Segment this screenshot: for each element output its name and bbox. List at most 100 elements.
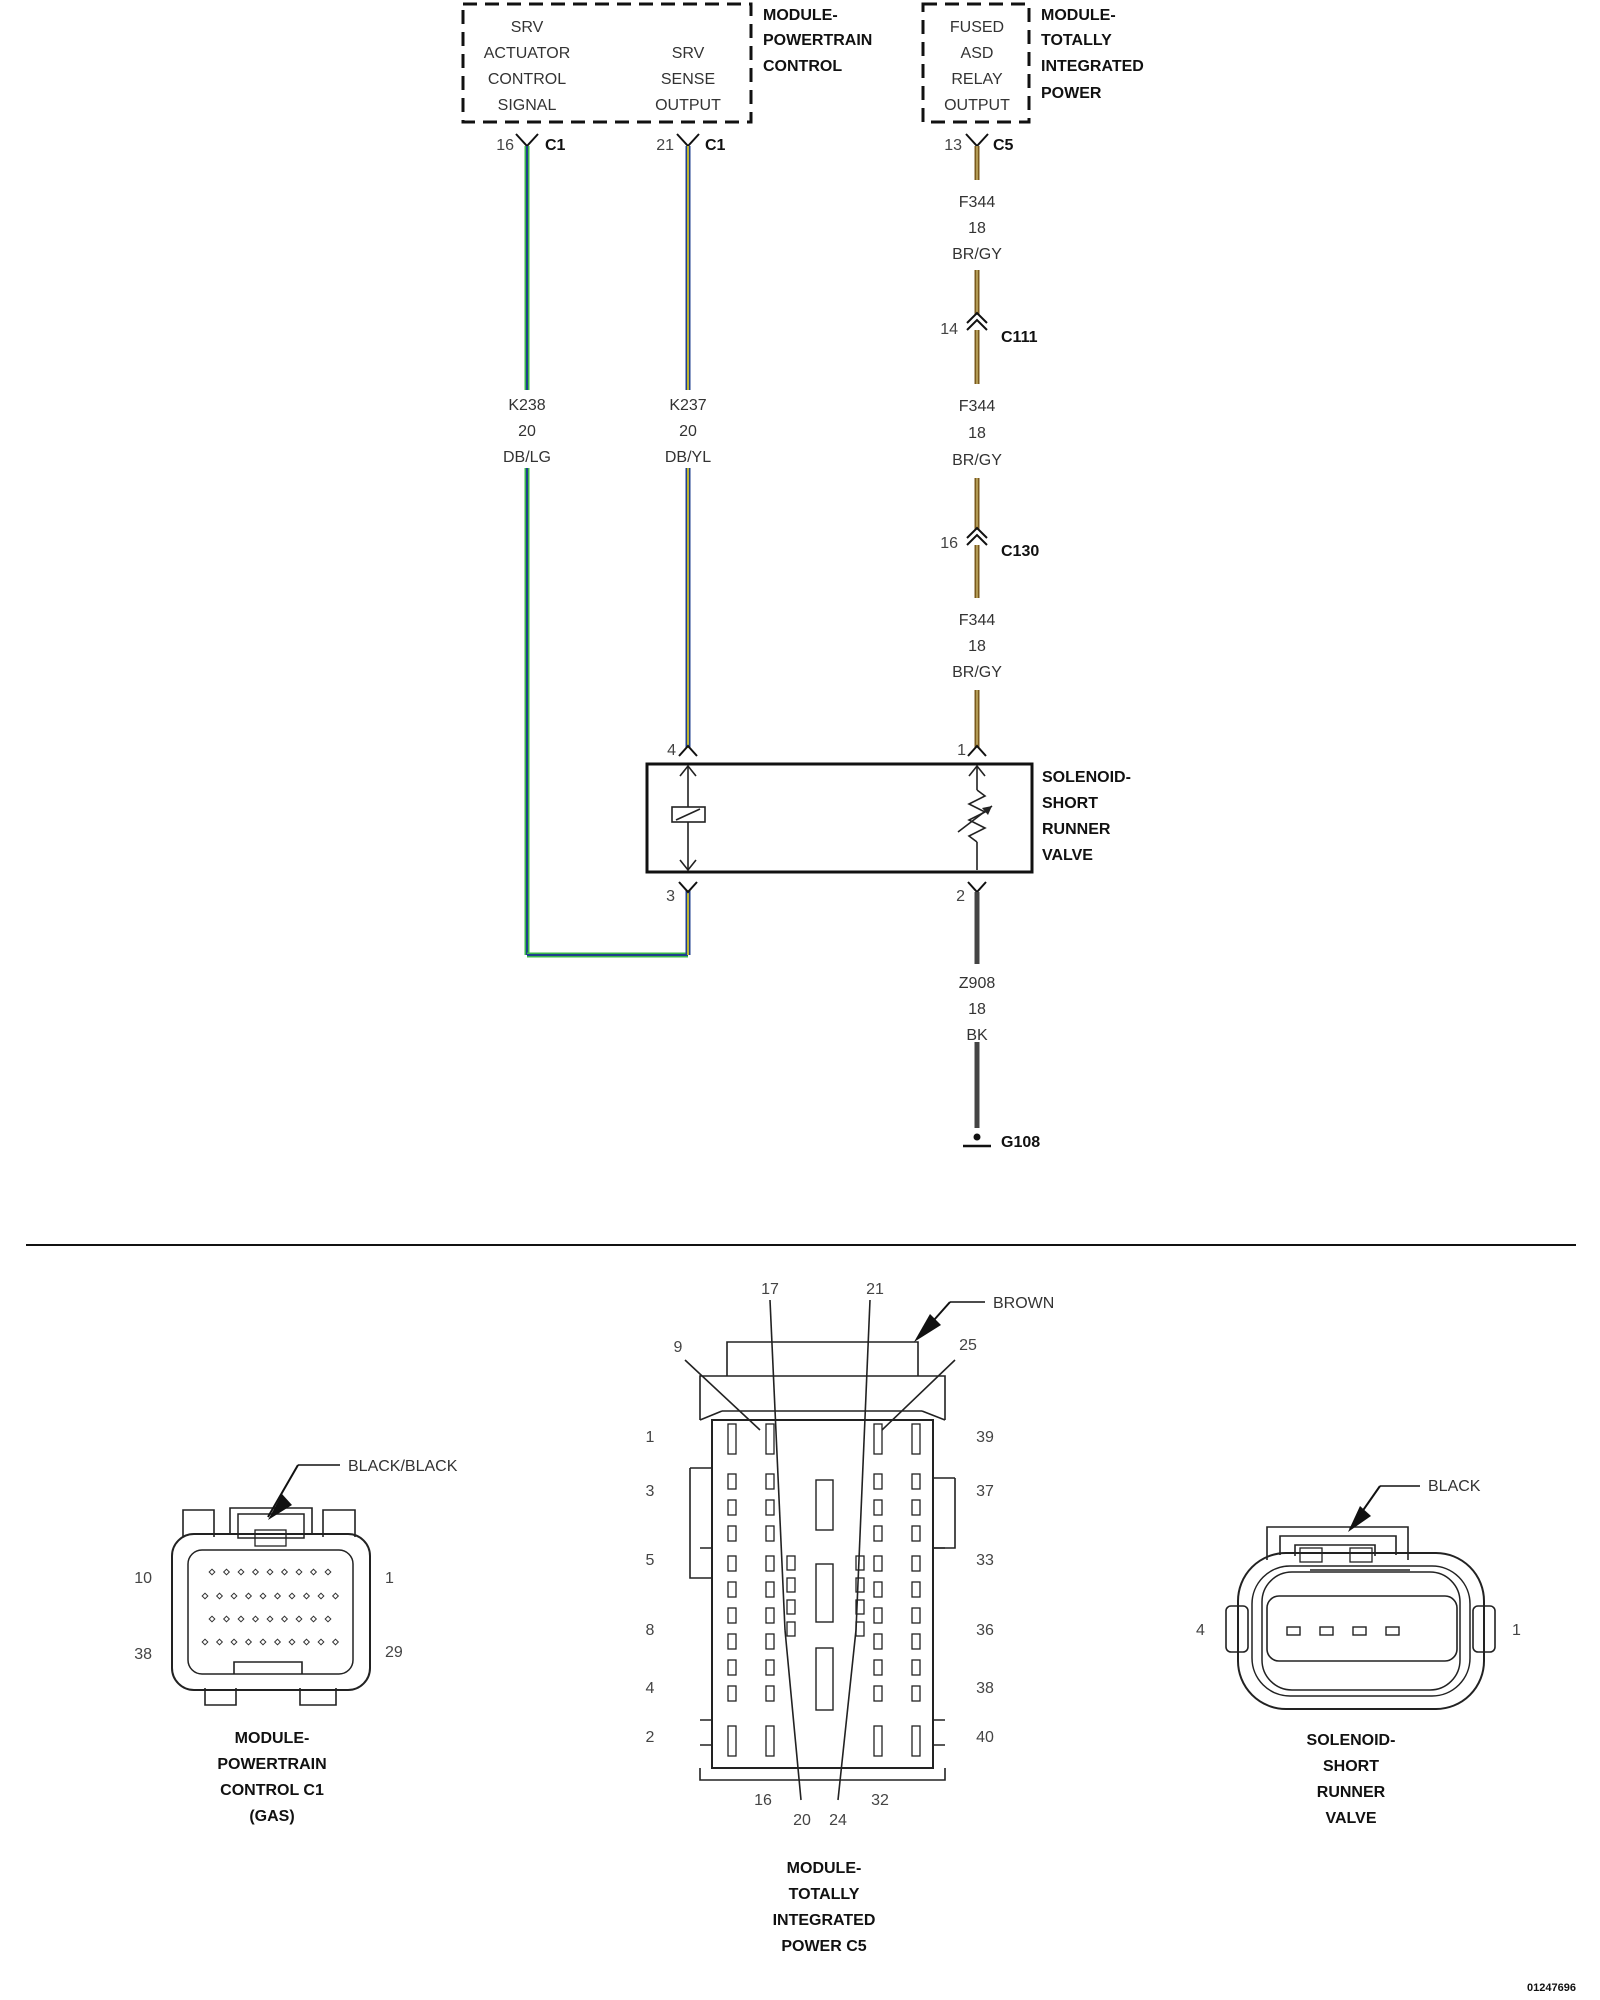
pin-cavity [201, 1638, 209, 1646]
svg-text:K237: K237 [669, 397, 706, 414]
svg-text:RUNNER: RUNNER [1317, 1784, 1386, 1801]
pin-cavity [237, 1568, 245, 1576]
srv-pin-1: 1 [1512, 1622, 1521, 1639]
pin-slot [765, 1725, 775, 1757]
pin-cavity [288, 1592, 296, 1600]
pin-slot [911, 1423, 921, 1455]
svg-text:INTEGRATED: INTEGRATED [773, 1912, 876, 1929]
svg-text:CONTROL: CONTROL [488, 71, 566, 88]
pin-cavity [215, 1592, 224, 1600]
pin-slot [911, 1525, 921, 1542]
pcm-c1-connector-view [171, 1464, 371, 1706]
pin-slot [911, 1725, 921, 1757]
pin-cavity [288, 1638, 296, 1646]
pin-slot [855, 1599, 865, 1615]
tipm-c5-caption: MODULE- TOTALLY INTEGRATED POWER C5 [773, 1860, 876, 1955]
pin-cavity [324, 1615, 332, 1623]
pcm-c1-color-label: BLACK/BLACK [348, 1458, 458, 1475]
pin-slot [765, 1423, 775, 1455]
pin-cavity [324, 1568, 332, 1576]
svg-text:SRV: SRV [511, 19, 544, 36]
pin-13-terminal [965, 133, 989, 148]
svg-text:36: 36 [976, 1622, 994, 1639]
tipm-c5-right-pin-labels: 39 37 33 36 38 40 [976, 1429, 994, 1746]
pin-cavity [259, 1638, 267, 1646]
solenoid-box [645, 762, 1034, 874]
pin-slot [786, 1621, 796, 1637]
pin-slot [765, 1685, 775, 1702]
tipm-module-box [921, 2, 1031, 124]
tipm-c5-pin-25: 25 [959, 1337, 977, 1354]
pin-slot [911, 1473, 921, 1490]
c130-connector-icon [966, 526, 988, 546]
svg-text:20: 20 [518, 423, 536, 440]
pin-16-terminal [515, 133, 539, 148]
svg-text:18: 18 [968, 220, 986, 237]
pin-slot [911, 1659, 921, 1676]
pin-cavity [302, 1592, 311, 1600]
svg-text:BR/GY: BR/GY [952, 452, 1002, 469]
pin-slot [765, 1659, 775, 1676]
solenoid-coil-icon [671, 764, 706, 872]
fused-asd-label: FUSED ASD RELAY OUTPUT [944, 19, 1010, 114]
pin-13-label: 13 [944, 137, 962, 154]
pin-cavity [309, 1615, 318, 1623]
tipm-c5-pin-24: 24 [829, 1812, 847, 1829]
tipm-c5-pin-16: 16 [754, 1792, 772, 1809]
tipm-c5-pin-21: 21 [866, 1281, 884, 1298]
svg-text:SHORT: SHORT [1323, 1758, 1379, 1775]
svg-text:3: 3 [646, 1483, 655, 1500]
svg-text:1: 1 [646, 1429, 655, 1446]
pin-cavity [317, 1638, 325, 1646]
wire-f344-label-2: F344 18 BR/GY [952, 398, 1002, 469]
svg-text:CONTROL: CONTROL [763, 58, 842, 75]
pin-cavity [244, 1638, 253, 1646]
svg-text:POWERTRAIN: POWERTRAIN [763, 32, 872, 49]
svg-text:DB/LG: DB/LG [503, 449, 551, 466]
svg-text:Z908: Z908 [959, 975, 996, 992]
svg-text:K238: K238 [508, 397, 545, 414]
pin-3-label: 3 [666, 888, 675, 905]
pin-slot [727, 1555, 737, 1572]
pin-slot [765, 1607, 775, 1624]
svg-text:5: 5 [646, 1552, 655, 1569]
pcm-c1-pin-1: 1 [385, 1570, 394, 1587]
svg-text:INTEGRATED: INTEGRATED [1041, 58, 1144, 75]
srv-pin-4: 4 [1196, 1622, 1205, 1639]
svg-text:(GAS): (GAS) [249, 1808, 294, 1825]
pin-cavity [266, 1568, 274, 1576]
solenoid-label: SOLENOID- SHORT RUNNER VALVE [1042, 769, 1131, 864]
svg-text:DB/YL: DB/YL [665, 449, 711, 466]
svg-text:SOLENOID-: SOLENOID- [1307, 1732, 1396, 1749]
pin-slot [873, 1581, 883, 1598]
pin-cavity [280, 1615, 289, 1623]
pin-cavity [331, 1592, 340, 1600]
pin-3-terminal [678, 881, 698, 894]
pin-cavity [280, 1568, 289, 1576]
pin-cavity [222, 1568, 231, 1576]
pin-slot [786, 1599, 796, 1615]
pin-slot [873, 1555, 883, 1572]
svg-text:SHORT: SHORT [1042, 795, 1098, 812]
svg-text:18: 18 [968, 1001, 986, 1018]
pin-slot [765, 1555, 775, 1572]
pin-slot [873, 1607, 883, 1624]
pin-cavity [273, 1638, 282, 1646]
pin-1-terminal [967, 744, 987, 757]
pin-slot [873, 1659, 883, 1676]
c1-label-2: C1 [705, 137, 726, 154]
pin-1-label: 1 [957, 742, 966, 759]
svg-text:38: 38 [976, 1680, 994, 1697]
pin-slot [765, 1633, 775, 1650]
svg-text:33: 33 [976, 1552, 994, 1569]
pin-slot [911, 1499, 921, 1516]
pin-cavity [302, 1638, 311, 1646]
tipm-c5-pin-20: 20 [793, 1812, 811, 1829]
pin-cavity [208, 1615, 216, 1623]
pin-21-terminal [676, 133, 700, 148]
svg-text:ACTUATOR: ACTUATOR [484, 45, 571, 62]
wire-k237-label: K237 20 DB/YL [665, 397, 711, 466]
pin-cavity [331, 1638, 340, 1646]
pin-cavity [251, 1568, 260, 1576]
svg-text:RELAY: RELAY [951, 71, 1003, 88]
